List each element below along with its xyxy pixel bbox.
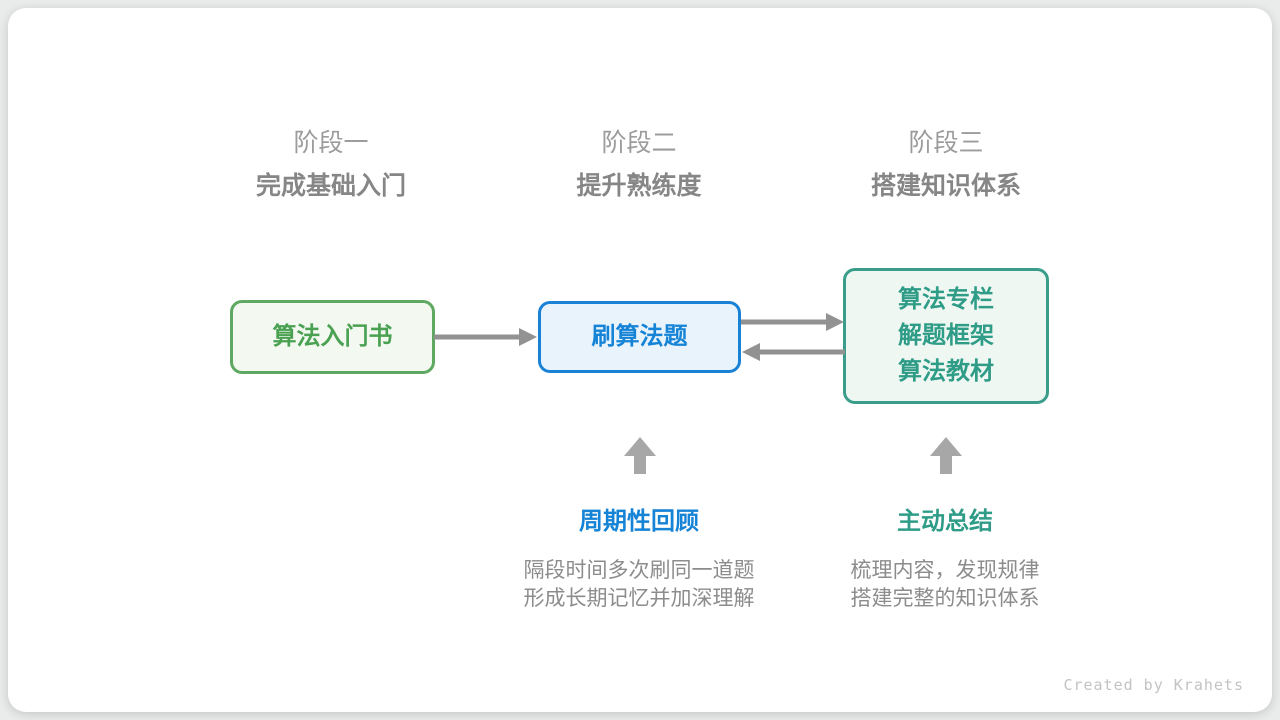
annotation-review-desc: 隔段时间多次刷同一道题 形成长期记忆并加深理解 <box>459 557 819 613</box>
stage-2-subtitle: 提升熟练度 <box>576 172 702 200</box>
node-resources-line-2: 解题框架 <box>898 322 994 349</box>
arrow-intro-to-practice-icon <box>434 328 537 346</box>
stage-3-header: 阶段三 搭建知识体系 <box>786 128 1106 202</box>
footer-credit: Created by Krahets <box>1063 676 1244 694</box>
up-arrow-review-icon <box>624 437 656 474</box>
stage-3-label: 阶段三 <box>908 129 984 157</box>
node-intro-book-label: 算法入门书 <box>272 323 393 350</box>
node-knowledge-resources: 算法专栏 解题框架 算法教材 <box>843 268 1049 404</box>
annotation-summary-desc: 梳理内容，发现规律 搭建完整的知识体系 <box>765 557 1125 613</box>
annotation-review-title: 周期性回顾 <box>579 508 699 535</box>
stage-1-header: 阶段一 完成基础入门 <box>171 128 491 202</box>
arrow-resources-to-practice-icon <box>742 343 845 361</box>
annotation-summary-desc-line-1: 梳理内容，发现规律 <box>850 559 1040 582</box>
node-practice-problems-label: 刷算法题 <box>591 323 688 350</box>
stage-2-label: 阶段二 <box>601 129 677 157</box>
annotation-review-desc-line-2: 形成长期记忆并加深理解 <box>523 587 755 610</box>
node-resources-line-3: 算法教材 <box>898 358 994 385</box>
stage-3-subtitle: 搭建知识体系 <box>870 172 1021 200</box>
stage-2-header: 阶段二 提升熟练度 <box>479 128 799 202</box>
annotation-review-desc-line-1: 隔段时间多次刷同一道题 <box>523 559 755 582</box>
annotation-summary-desc-line-2: 搭建完整的知识体系 <box>850 587 1040 610</box>
stage-1-subtitle: 完成基础入门 <box>255 172 406 200</box>
up-arrow-summary-icon <box>930 437 962 474</box>
arrow-practice-to-resources-icon <box>741 313 844 331</box>
node-resources-line-1: 算法专栏 <box>898 286 994 313</box>
annotation-summary-title: 主动总结 <box>897 508 993 535</box>
node-intro-book: 算法入门书 <box>230 300 435 374</box>
node-practice-problems: 刷算法题 <box>538 301 741 373</box>
stage-1-label: 阶段一 <box>293 129 369 157</box>
